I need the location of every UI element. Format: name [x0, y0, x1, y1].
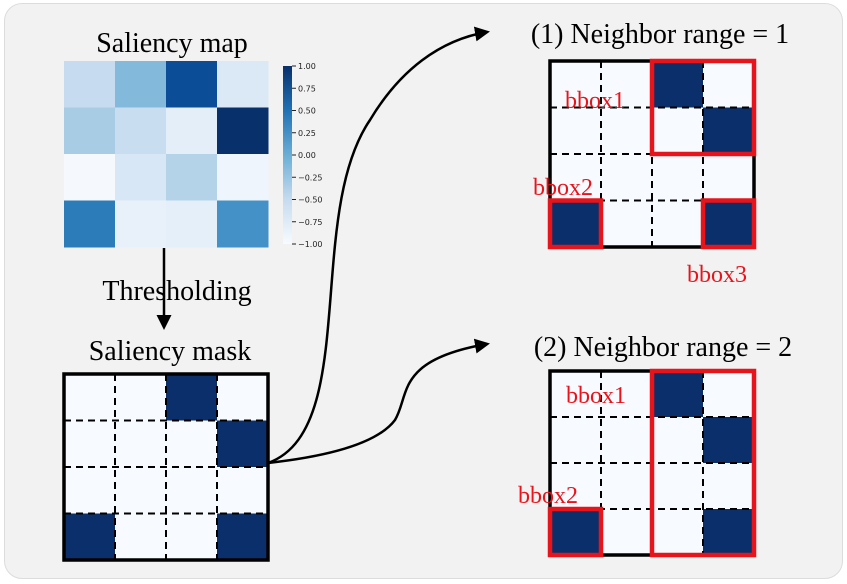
colorbar-tick-label: 0.75	[298, 84, 316, 93]
heatmap-cell	[115, 154, 167, 201]
mask-cell-background	[601, 463, 652, 509]
mask-cell-background	[601, 154, 652, 201]
panel-2-bboxes	[547, 368, 757, 558]
mask-cell-salient	[64, 513, 115, 560]
mask-cell-background	[703, 371, 754, 417]
heatmap-cell	[217, 154, 269, 201]
mask-cell-background	[217, 467, 268, 514]
mask-cell-background	[550, 154, 601, 201]
mask-cell-background	[652, 200, 703, 247]
heatmap-cell	[217, 61, 269, 108]
colorbar-ticks: 1.00 0.75 0.50 0.25 0.00 −0.25 −0.50 −0.75 −1.00	[292, 62, 323, 249]
mask-cell-background	[115, 420, 166, 467]
heatmap-cell	[166, 61, 218, 108]
mask-cell-background	[550, 463, 601, 509]
mask-cell-background	[703, 463, 754, 509]
colorbar-tick-label: −0.50	[298, 196, 323, 205]
panel-1-bbox2-label: bbox2	[533, 175, 593, 201]
panel-1-bbox1-label: bbox1	[565, 88, 625, 114]
colorbar-tick-label: −0.75	[298, 218, 323, 227]
saliency-mask-grid	[62, 372, 270, 562]
colorbar	[283, 66, 292, 244]
bbox-rectangle	[547, 198, 604, 250]
arrow-to-panel-2	[267, 338, 490, 465]
mask-cell-background	[652, 107, 703, 154]
panel-1-bboxes	[547, 58, 757, 250]
mask-cell-background	[550, 61, 601, 108]
bbox-rectangle	[700, 198, 757, 250]
mask-cell-background	[652, 509, 703, 555]
saliency-heatmap	[64, 61, 269, 248]
mask-cell-background	[217, 374, 268, 421]
mask-cell-background	[601, 200, 652, 247]
panel-2-bbox2-label: bbox2	[518, 483, 578, 509]
heatmap-cell	[166, 200, 218, 248]
mask-cell-salient	[217, 420, 268, 467]
mask-cell-salient	[550, 200, 601, 247]
mask-cell-background	[703, 154, 754, 201]
mask-cell-background	[166, 420, 217, 467]
colorbar-tick-label: −0.25	[298, 173, 323, 182]
saliency-map-title: Saliency map	[96, 28, 248, 59]
heatmap-cell	[166, 107, 218, 155]
heatmap-cell	[64, 107, 116, 155]
mask-cell-background	[550, 417, 601, 463]
bbox-rectangle	[649, 58, 757, 157]
mask-cell-background	[601, 371, 652, 417]
mask-cell-background	[601, 107, 652, 154]
mask-cell-background	[166, 513, 217, 560]
bbox-rectangle	[547, 506, 604, 558]
heatmap-cell	[217, 107, 269, 155]
mask-cell-salient	[703, 200, 754, 247]
colorbar-tick-label: 0.25	[298, 129, 316, 138]
heatmap-cell	[64, 200, 116, 248]
colorbar-tick-label: 0.00	[298, 151, 316, 160]
mask-cell-background	[115, 513, 166, 560]
saliency-mask-title: Saliency mask	[89, 336, 252, 367]
mask-cell-background	[166, 467, 217, 514]
heatmap-cell	[166, 154, 218, 201]
mask-cell-background	[652, 463, 703, 509]
mask-cell-background	[550, 107, 601, 154]
mask-cell-salient	[703, 107, 754, 154]
mask-cell-background	[703, 61, 754, 108]
colorbar-tick-label: 0.50	[298, 107, 316, 116]
mask-cell-background	[652, 154, 703, 201]
bbox-rectangle	[649, 368, 757, 558]
grid-border	[62, 372, 270, 562]
mask-cell-background	[652, 417, 703, 463]
mask-cell-salient	[703, 509, 754, 555]
panel-1-bbox3-label: bbox3	[687, 262, 747, 288]
colorbar-tick-label: −1.00	[298, 240, 323, 249]
mask-cell-salient	[703, 417, 754, 463]
heatmap-cell	[115, 61, 167, 108]
heatmap-cell	[217, 200, 269, 248]
mask-cell-background	[550, 371, 601, 417]
mask-cell-salient	[550, 509, 601, 555]
heatmap-cell	[64, 154, 116, 201]
mask-cell-background	[601, 417, 652, 463]
mask-cell-salient	[652, 61, 703, 108]
mask-cell-background	[64, 420, 115, 467]
mask-cell-background	[64, 374, 115, 421]
mask-cell-background	[601, 61, 652, 108]
heatmap-cell	[115, 107, 167, 155]
colorbar-tick-label: 1.00	[298, 62, 316, 71]
mask-cell-salient	[652, 371, 703, 417]
mask-cell-salient	[217, 513, 268, 560]
thresholding-label: Thresholding	[102, 276, 251, 307]
panel-1-title: (1) Neighbor range = 1	[531, 19, 789, 50]
panel-1-grid	[548, 59, 756, 249]
heatmap-cell	[64, 61, 116, 108]
mask-cell-background	[64, 467, 115, 514]
arrow-to-panel-1	[267, 26, 490, 465]
mask-cell-salient	[166, 374, 217, 421]
mask-cell-background	[601, 509, 652, 555]
heatmap-cell	[115, 200, 167, 248]
mask-cell-background	[115, 467, 166, 514]
panel-2-title: (2) Neighbor range = 2	[534, 332, 792, 363]
panel-2-bbox1-label: bbox1	[566, 383, 626, 409]
mask-cell-background	[115, 374, 166, 421]
